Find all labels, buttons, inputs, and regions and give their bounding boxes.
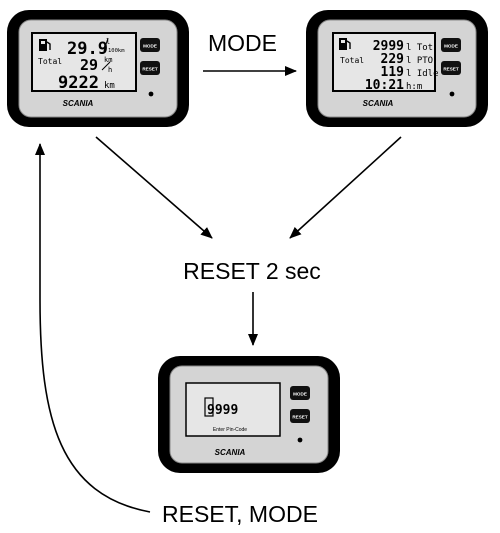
lcd-total-liters-value: 2999: [373, 39, 404, 54]
fuel-pump-icon: [339, 38, 351, 50]
mode-button-label: MODE: [143, 44, 157, 49]
lcd-total-label: Total: [38, 57, 62, 66]
return-curve-arrow: [35, 143, 151, 513]
lcd-unit-lpto: l PTO: [406, 56, 433, 66]
mode-arrow-label: MODE: [208, 30, 277, 56]
mode-button[interactable]: MODE: [140, 38, 160, 52]
reset-button-label: RESET: [443, 67, 459, 72]
lcd-screen: [185, 382, 281, 437]
device-trip-display: 29.9 l 100km Total 29 km h 9222 km MODE …: [7, 10, 189, 127]
lcd-total-label: Total: [340, 56, 364, 65]
mode-button-label: MODE: [444, 44, 458, 49]
lcd-distance-value: 9222: [58, 73, 99, 93]
reset-arrow-left: [95, 136, 213, 239]
reset-button-label: RESET: [142, 67, 158, 72]
lcd-unit-lidle: l Idle: [406, 69, 439, 79]
lcd-time-value: 10:21: [365, 78, 404, 93]
brand-logo: SCANIA: [363, 99, 394, 108]
reset-2sec-label: RESET 2 sec: [183, 258, 321, 284]
lcd-unit-100km: 100km: [108, 48, 125, 54]
reset-button-label: RESET: [292, 415, 308, 420]
lcd-unit-hm: h:m: [406, 82, 422, 92]
reset-button[interactable]: RESET: [441, 61, 461, 75]
pin-code-value: 9999: [207, 403, 238, 418]
lcd-unit-liters: l: [106, 38, 110, 46]
light-sensor-dot: [297, 437, 303, 443]
fuel-pump-icon: [39, 39, 51, 51]
pin-code-caption: Enter Pin-Code: [213, 427, 247, 433]
lcd-pto-liters-value: 229: [381, 52, 404, 67]
reset-button[interactable]: RESET: [140, 61, 160, 75]
mode-button[interactable]: MODE: [290, 386, 310, 400]
lcd-unit-h: h: [108, 66, 112, 74]
brand-logo: SCANIA: [63, 99, 94, 108]
reset-mode-label: RESET, MODE: [162, 501, 318, 527]
light-sensor-dot: [449, 91, 455, 97]
lcd-consumption-value: 29.9: [67, 39, 108, 59]
pin-cursor-box: [204, 397, 214, 417]
lcd-unit-ltot: l Tot: [406, 43, 433, 53]
device-fuel-totals-display: 2999 l Tot Total 229 l PTO 119 l Idle 10…: [306, 10, 488, 127]
mode-button[interactable]: MODE: [441, 38, 461, 52]
device-pin-code-display: 9999 Enter Pin-Code MODE RESET SCANIA: [158, 356, 340, 473]
brand-logo: SCANIA: [215, 448, 246, 457]
lcd-idle-liters-value: 119: [381, 65, 404, 80]
unit-slash: [103, 37, 109, 52]
lcd-screen: [31, 32, 137, 92]
lcd-speed-value: 29: [80, 56, 98, 74]
reset-arrow-right: [289, 136, 402, 239]
reset-button[interactable]: RESET: [290, 409, 310, 423]
unit-slash: [101, 61, 111, 71]
light-sensor-dot: [148, 91, 154, 97]
mode-button-label: MODE: [293, 392, 307, 397]
lcd-unit-distance: km: [104, 81, 115, 91]
lcd-unit-km: km: [104, 56, 112, 64]
